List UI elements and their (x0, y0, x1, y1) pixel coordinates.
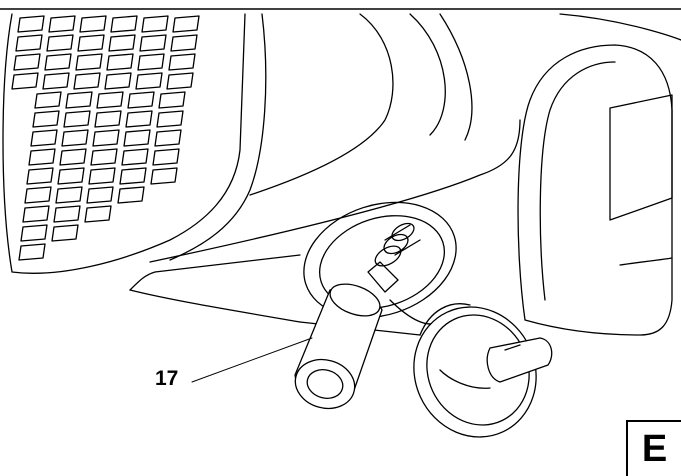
grille-cell (154, 129, 182, 147)
vent-grille (11, 15, 200, 261)
hood-contour-1 (249, 13, 394, 196)
grille-cell (86, 186, 114, 204)
grille-cell (28, 148, 56, 166)
grille-cell (79, 15, 107, 33)
side-window (609, 94, 673, 221)
grille-cell (18, 243, 46, 261)
panel-label-box: E (626, 420, 681, 476)
grille-cell (73, 72, 101, 90)
grille-right-edge (169, 13, 267, 261)
socket-outer-ring (303, 201, 457, 319)
adaptor-end-inner (306, 369, 344, 399)
nozzle-ring-1 (391, 222, 415, 242)
grille-cell (90, 148, 118, 166)
grille-cell (26, 167, 54, 185)
hood-lower-edge (149, 119, 521, 263)
grille-cell (94, 110, 122, 128)
grille-cell (119, 167, 147, 185)
grille-cell (166, 72, 194, 90)
grille-cell (92, 129, 120, 147)
grille-cell (168, 53, 196, 71)
grille-cell (32, 110, 60, 128)
cap-outer (413, 306, 537, 438)
grille-cell (127, 91, 155, 109)
cap-grip (486, 337, 553, 383)
grille-cell (48, 15, 76, 33)
grille-cell (141, 15, 169, 33)
grille-cell (125, 110, 153, 128)
grille-cell (30, 129, 58, 147)
side-window-lower (619, 257, 673, 266)
grille-cell (44, 53, 72, 71)
grille-cell (158, 91, 186, 109)
grille-cell (61, 129, 89, 147)
grille-cell (63, 110, 91, 128)
body-lower-line (129, 289, 301, 323)
grille-cell (88, 167, 116, 185)
nozzle-neck (367, 261, 399, 293)
grille-cell (34, 91, 62, 109)
grille-cell (84, 205, 112, 223)
grille-cell (150, 167, 178, 185)
grille-cell (137, 53, 165, 71)
grille-cell (51, 224, 79, 242)
nozzle-ring-2 (383, 233, 409, 255)
grille-cell (110, 15, 138, 33)
nozzle-stem (384, 224, 421, 256)
grille-cell (117, 186, 145, 204)
grille-cell (11, 72, 39, 90)
grille-cell (65, 91, 93, 109)
grille-cell (59, 148, 87, 166)
grille-cell (75, 53, 103, 71)
grille-cell (20, 224, 48, 242)
nozzle-ring-3 (374, 245, 402, 267)
grille-cell (121, 148, 149, 166)
grille-cell (123, 129, 151, 147)
cap-strap (419, 303, 471, 336)
grille-cell (170, 34, 198, 52)
side-panel-inner (539, 61, 616, 301)
cap-grip-detail (439, 344, 521, 389)
side-panel-shape (517, 44, 673, 336)
grille-cell (53, 205, 81, 223)
grille-cell (42, 72, 70, 90)
side-panel-outer (559, 13, 681, 41)
grille-cell (22, 205, 50, 223)
hood-contour-3 (439, 13, 473, 141)
socket-inner-ring (318, 215, 446, 309)
grille-cell (13, 53, 41, 71)
grille-cell (156, 110, 184, 128)
grille-cell (108, 34, 136, 52)
grille-cell (17, 15, 45, 33)
grille-cell (152, 148, 180, 166)
callout-leader-line (191, 337, 313, 383)
callout-label: 17 (155, 367, 179, 390)
grille-cell (172, 15, 200, 33)
grille-cell (15, 34, 43, 52)
grille-cell (46, 34, 74, 52)
grille-cell (57, 167, 85, 185)
grille-cell (24, 186, 52, 204)
grille-cell (135, 72, 163, 90)
grille-outer-edge (2, 13, 246, 274)
grille-cell (77, 34, 105, 52)
grille-cell (106, 53, 134, 71)
grille-cell (139, 34, 167, 52)
hood-contour-2 (409, 13, 446, 136)
hood-bottom-line (129, 254, 301, 291)
adaptor-end (294, 358, 356, 410)
panel-letter: E (641, 428, 668, 470)
grille-cell (104, 72, 132, 90)
grille-cell (96, 91, 124, 109)
grille-cell (55, 186, 83, 204)
adaptor-top (329, 283, 381, 317)
